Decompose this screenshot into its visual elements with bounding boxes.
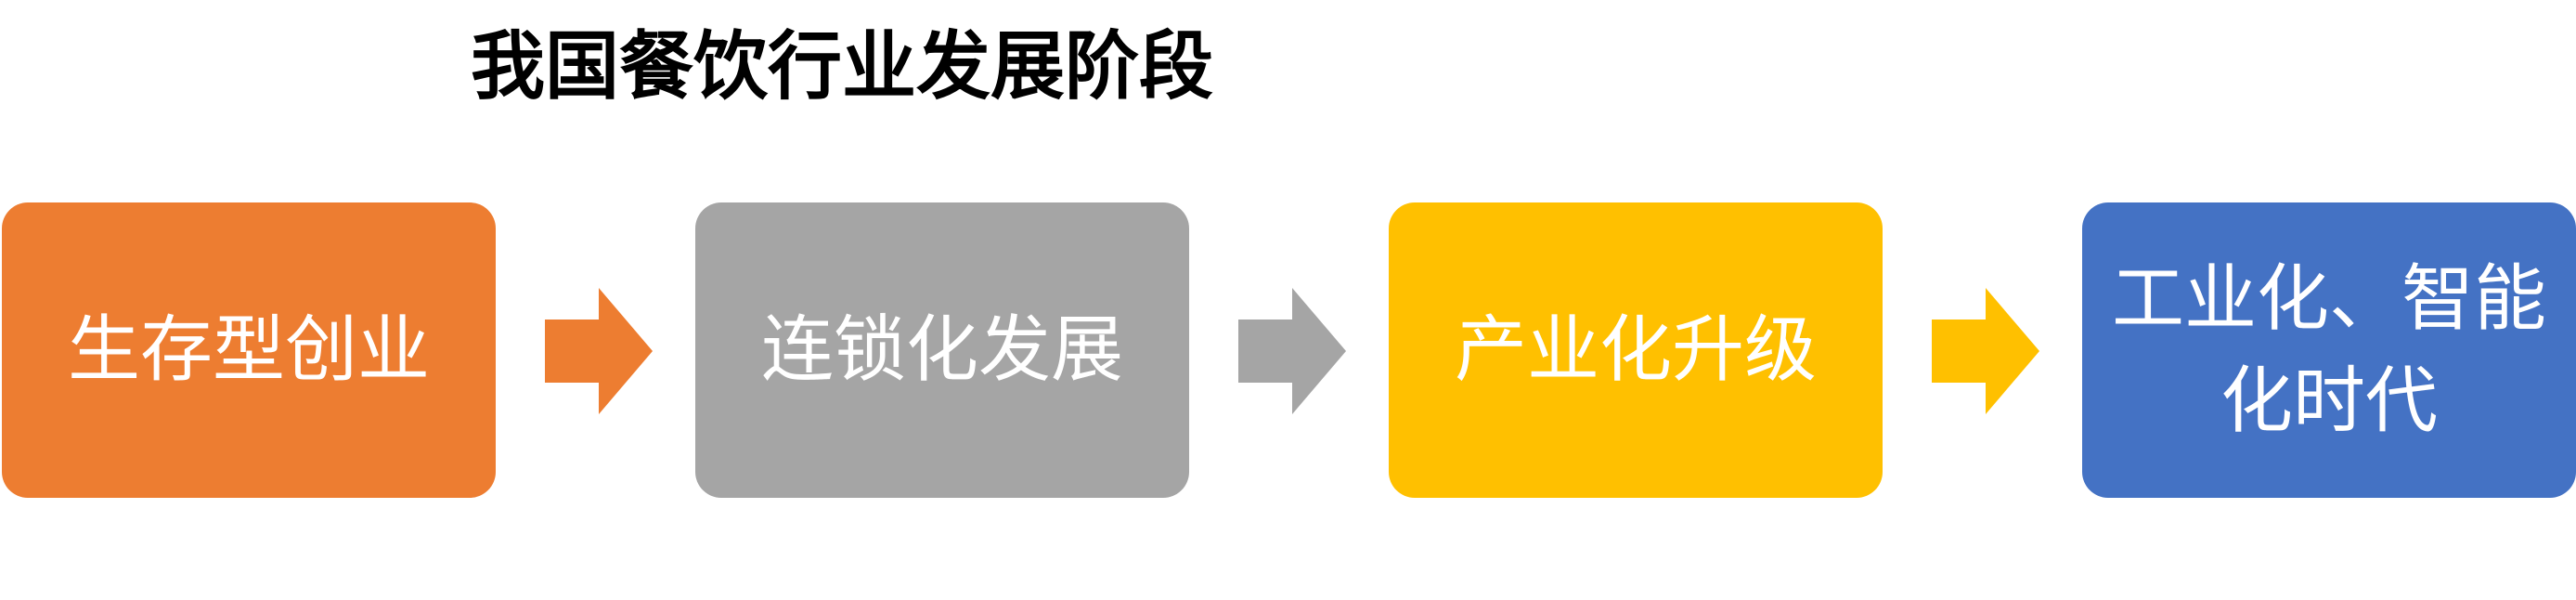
diagram-title: 我国餐饮行业发展阶段 — [471, 23, 1213, 110]
stage-box-2: 连锁化发展 — [695, 202, 1189, 498]
stage-box-1: 生存型创业 — [2, 202, 496, 498]
arrow-shape — [1238, 288, 1346, 414]
right-arrow-icon — [545, 288, 653, 414]
right-arrow-icon — [1238, 288, 1346, 414]
arrow-shape — [1932, 288, 2039, 414]
stage-box-3: 产业化升级 — [1389, 202, 1883, 498]
right-arrow-icon — [1932, 288, 2039, 414]
arrow-shape — [545, 288, 653, 414]
stage-box-4: 工业化、智能化时代 — [2082, 202, 2576, 498]
